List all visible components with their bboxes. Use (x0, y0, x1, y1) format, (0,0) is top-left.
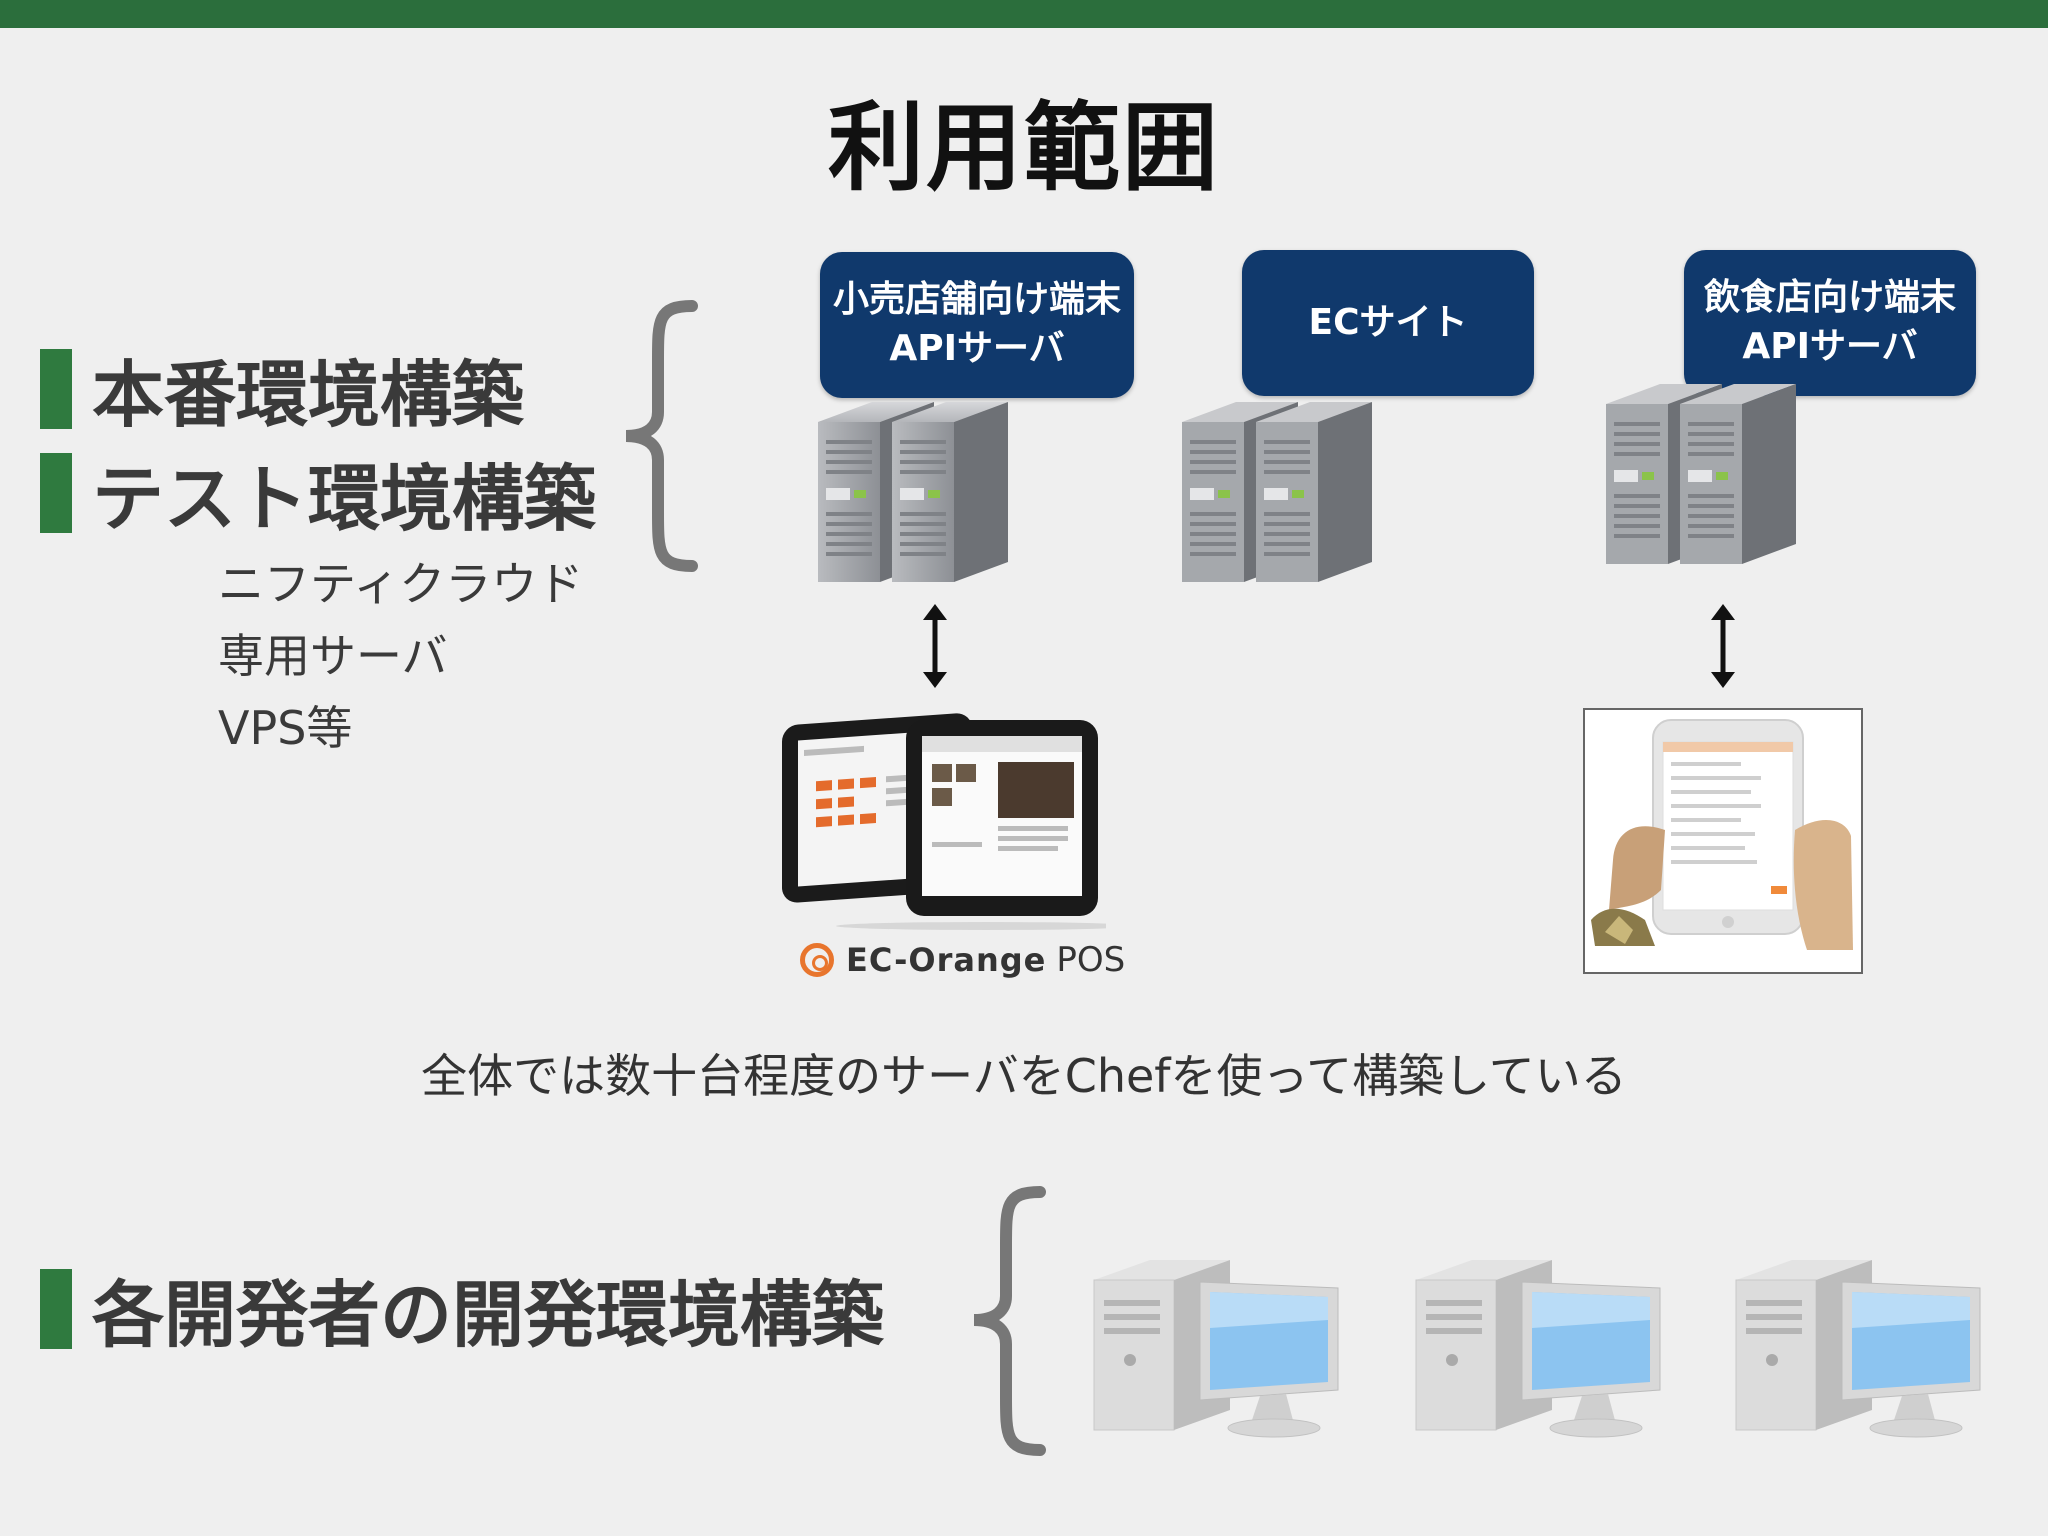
server-label-ec-site: ECサイト (1242, 250, 1534, 396)
bullet-production: 本番環境構築 (40, 336, 524, 441)
server-label-line2: APIサーバ (889, 328, 1065, 369)
sub-item-dedicated-server: 専用サーバ (218, 629, 448, 683)
tablet-pos-icon (782, 713, 1106, 930)
server-label-retail-api: 小売店舗向け端末 APIサーバ (820, 252, 1134, 398)
sub-item-nifty-cloud: ニフティクラウド (218, 557, 584, 611)
curly-brace-icon (625, 300, 698, 572)
restaurant-tablet-photo (1583, 708, 1863, 974)
desktop-pc-icon (1093, 1260, 1339, 1438)
brand-suffix: POS (1056, 940, 1126, 980)
bullet-text: 本番環境構築 (92, 353, 525, 437)
server-rack-icon (1182, 402, 1372, 582)
curly-brace-icon (973, 1186, 1046, 1456)
server-label-line1: 小売店舗向け端末 (832, 279, 1121, 321)
bullet-marker (40, 348, 72, 429)
top-accent-bar (0, 0, 2048, 28)
desktop-pc-icon (1735, 1260, 1981, 1438)
bullet-developer-env: 各開発者の開発環境構築 (40, 1256, 884, 1361)
bullet-test: テスト環境構築 (40, 440, 596, 545)
brand-name: EC-Orange (846, 941, 1047, 979)
bullet-text: 各開発者の開発環境構築 (92, 1273, 885, 1357)
bullet-marker (40, 452, 72, 533)
slide-title: 利用範囲 (828, 92, 1220, 204)
desktop-pc-icon (1415, 1260, 1661, 1438)
server-rack-icon (818, 402, 1008, 582)
bullet-text: テスト環境構築 (92, 457, 597, 541)
ec-orange-pos-logo: EC-Orange POS (800, 940, 1125, 980)
server-rack-icon (1606, 384, 1796, 564)
server-label-line1: 飲食店向け端末 (1703, 277, 1956, 319)
tablet-in-hands-icon (1591, 719, 1853, 950)
ec-orange-logo-icon (800, 943, 834, 977)
server-label-line2: APIサーバ (1742, 326, 1918, 367)
summary-note: 全体では数十台程度のサーバをChefを使って構築している (421, 1049, 1627, 1103)
server-label-line1: ECサイト (1308, 301, 1468, 343)
bullet-marker (40, 1268, 72, 1349)
sub-item-vps: VPS等 (218, 701, 353, 755)
double-arrow-icon (1711, 604, 1735, 688)
double-arrow-icon (923, 604, 947, 688)
server-label-restaurant-api: 飲食店向け端末 APIサーバ (1684, 250, 1976, 396)
